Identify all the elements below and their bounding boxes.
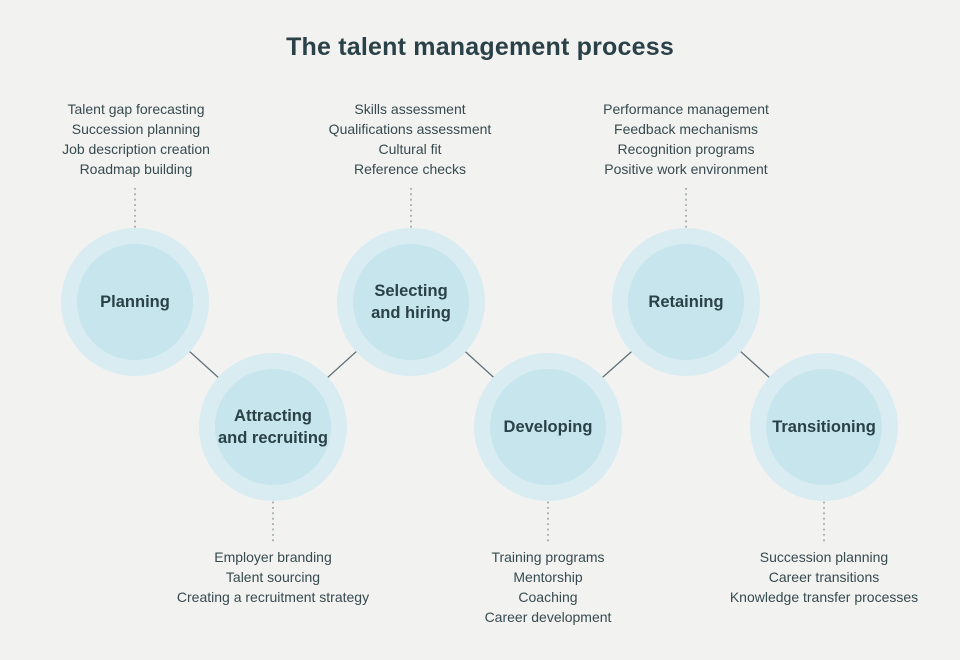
stage-circle-transitioning: Transitioning — [750, 353, 898, 501]
list-item: Talent gap forecasting — [67, 101, 205, 117]
list-item: Mentorship — [513, 569, 583, 585]
list-item: Qualifications assessment — [328, 121, 492, 137]
stage-items-attracting: Employer branding Talent sourcing Creati… — [177, 547, 369, 607]
stage-circle-inner — [628, 244, 744, 360]
stage-circle-inner — [353, 244, 469, 360]
stage-label-attracting: Attracting and recruiting — [217, 406, 328, 447]
stage-label-planning: Planning — [100, 292, 170, 311]
list-item: Performance management — [603, 101, 769, 117]
list-item: Employer branding — [214, 549, 332, 565]
stage-circle-selecting: Selecting and hiring — [337, 228, 485, 376]
page-title: The talent management process — [286, 33, 674, 61]
list-item: Creating a recruitment strategy — [176, 589, 370, 605]
list-item: Coaching — [518, 589, 578, 605]
stage-circle-attracting: Attracting and recruiting — [199, 353, 347, 501]
list-item: Job description creation — [62, 141, 210, 157]
list-item: Skills assessment — [354, 101, 466, 117]
list-item: Succession planning — [759, 549, 889, 565]
stage-circle-developing: Developing — [474, 353, 622, 501]
list-item: Talent sourcing — [225, 569, 321, 585]
stage-circle-inner — [490, 369, 606, 485]
list-item: Career development — [484, 609, 612, 625]
list-item: Succession planning — [71, 121, 201, 137]
stage-circle-inner — [766, 369, 882, 485]
stage-circle-planning: Planning — [61, 228, 209, 376]
list-item: Reference checks — [353, 161, 467, 177]
stage-items-retaining: Performance management Feedback mechanis… — [603, 99, 769, 179]
list-item: Career transitions — [768, 569, 880, 585]
stage-circle-inner — [77, 244, 193, 360]
list-item: Recognition programs — [617, 141, 755, 157]
stage-label-retaining: Retaining — [648, 292, 724, 311]
stage-items-selecting: Skills assessment Qualifications assessm… — [329, 99, 492, 179]
list-item: Knowledge transfer processes — [729, 589, 919, 605]
stage-items-developing: Training programs Mentorship Coaching Ca… — [485, 547, 612, 627]
stage-items-planning: Talent gap forecasting Succession planni… — [62, 99, 210, 179]
stage-label-selecting: Selecting and hiring — [371, 281, 451, 322]
stage-circle-inner — [215, 369, 331, 485]
stage-circle-retaining: Retaining — [612, 228, 760, 376]
list-item: Feedback mechanisms — [614, 121, 758, 137]
stage-label-transitioning: Transitioning — [772, 417, 876, 436]
list-item: Positive work environment — [604, 161, 768, 177]
list-item: Roadmap building — [79, 161, 193, 177]
stage-items-transitioning: Succession planning Career transitions K… — [730, 547, 918, 607]
stage-label-developing: Developing — [503, 417, 593, 436]
list-item: Training programs — [491, 549, 605, 565]
list-item: Cultural fit — [378, 141, 442, 157]
